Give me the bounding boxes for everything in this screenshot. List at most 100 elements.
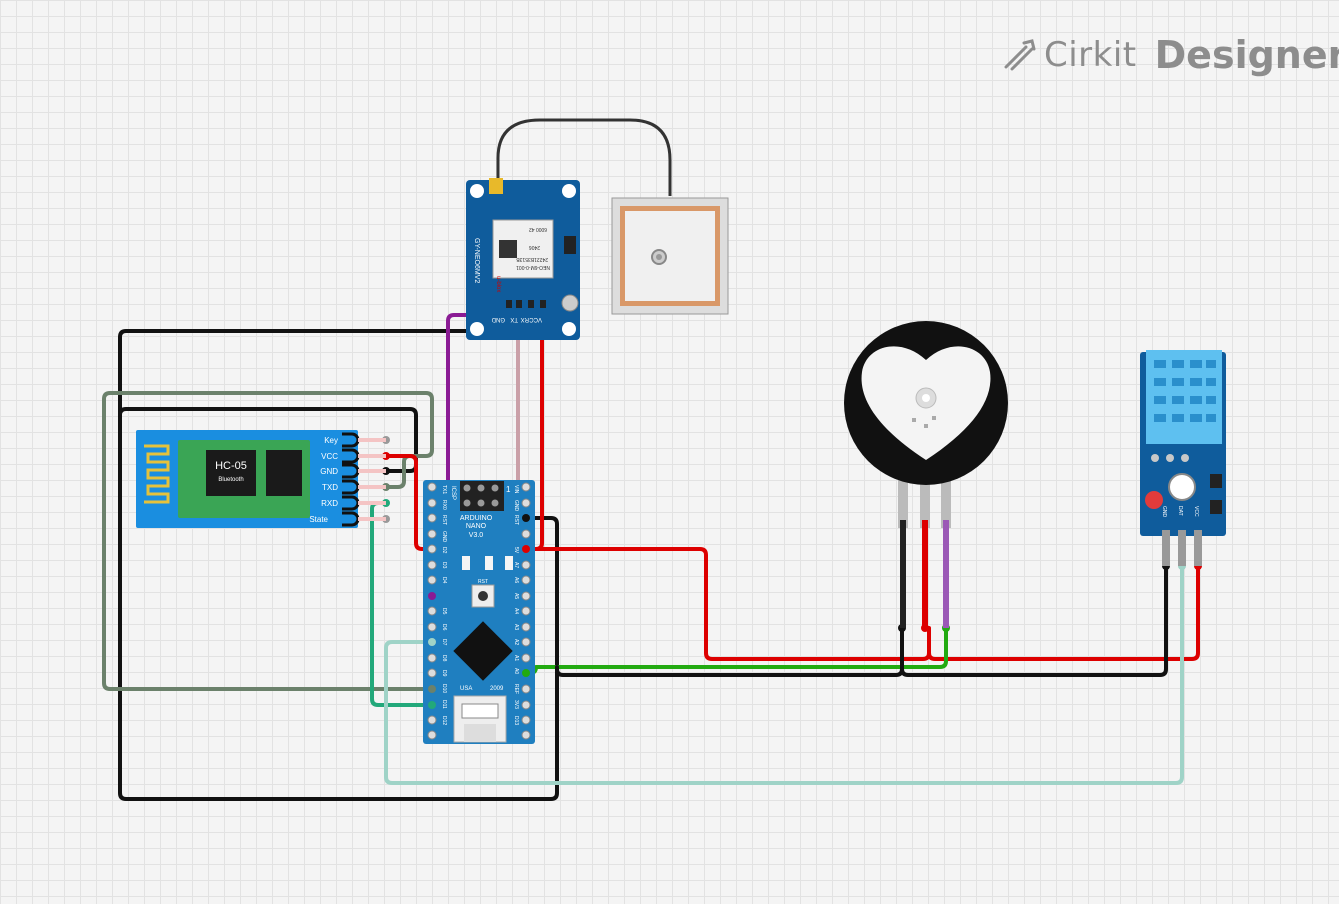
gps-chip-line: 2406 — [529, 244, 540, 250]
pulse-sensor[interactable] — [844, 321, 1008, 628]
nano-pin-label: D2 — [441, 547, 447, 554]
nano-pin-label: GND — [441, 531, 447, 543]
pulse-sensor-smd — [912, 416, 936, 428]
nano-title-line: NANO — [466, 523, 487, 530]
hc05-pin-label: GND — [320, 467, 338, 476]
nano-pin-label: D9 — [441, 670, 447, 677]
nano-pin-label: D5 — [441, 608, 447, 615]
dht11-power-led — [1145, 491, 1163, 509]
nano-right-pin-labels: VIN GND RST 5V A7 A6 A5 A4 A3 A2 A1 A0 R… — [513, 485, 519, 725]
dht11-mount-holes — [1151, 454, 1189, 462]
nano-pin-label: D12 — [441, 716, 447, 725]
nano-pin-label: VIN — [513, 485, 519, 494]
hc05-pin-headers — [342, 432, 386, 527]
wire-green-a0[interactable] — [524, 626, 948, 675]
wire-red-dht-vcc[interactable] — [927, 564, 1200, 661]
hc05-chip-2 — [266, 450, 302, 496]
nano-rst-label: RST — [478, 579, 488, 585]
hc05-pin-label: State — [309, 515, 328, 524]
nano-pin-label: D3 — [441, 562, 447, 569]
dht11-grill — [1154, 360, 1216, 422]
gps-pin-label: RX — [521, 316, 529, 322]
hc05-pin-label: Key — [324, 436, 338, 445]
nano-pin-label: D10 — [441, 684, 447, 693]
dht11-smd — [1210, 474, 1222, 514]
dht11-hole — [1168, 473, 1196, 501]
nano-usa-label: USA — [460, 686, 472, 692]
wire-black-gnd-loop[interactable] — [118, 329, 559, 801]
gps-board-label: GY-NEO6MV2 — [473, 238, 480, 283]
gps-regulator — [564, 236, 576, 254]
gps-chip-text: 6000 42 2406 24221B3513B NEO-6M-0-001 — [516, 226, 550, 270]
wire-black-dht-gnd[interactable] — [900, 564, 1168, 677]
nano-pin-label: D4 — [441, 577, 447, 584]
nano-right-pins — [521, 482, 531, 740]
dht11-sensor[interactable]: GND DAT VCC — [1140, 350, 1226, 566]
gps-chip-line: 6000 42 — [529, 226, 547, 232]
gps-antenna-cable — [496, 118, 672, 196]
nano-pin-label: A4 — [513, 608, 519, 614]
nano-icsp-label: ICSP — [450, 486, 456, 500]
nano-pin-label: A7 — [513, 562, 519, 568]
gps-pin-labels: VCC RX TX GND — [491, 316, 542, 322]
nano-usb-connector — [453, 695, 507, 743]
hc05-module[interactable]: HC-05 Bluetooth Key VCC GND TXD RXD Stat… — [136, 430, 386, 528]
wires — [102, 313, 1200, 801]
nano-pin-label: 3V3 — [513, 700, 519, 709]
nano-pin-label: GND — [513, 500, 519, 512]
nano-left-pins — [427, 482, 437, 740]
dht11-pin-label: DAT — [1177, 506, 1183, 516]
wire-red-hc05-vcc[interactable] — [384, 454, 528, 551]
nano-pin-label: A1 — [513, 655, 519, 661]
gps-qr-icon — [499, 240, 517, 258]
nano-pin-label: D11 — [441, 700, 447, 709]
dht11-pin-label: GND — [1161, 506, 1167, 518]
gps-smd-parts — [506, 300, 546, 308]
hc05-antenna-icon — [144, 444, 170, 504]
wire-red-5v[interactable] — [524, 547, 931, 661]
nano-pin-label: D6 — [441, 624, 447, 631]
gps-module[interactable]: 6000 42 2406 24221B3513B NEO-6M-0-001 u-… — [466, 118, 729, 340]
hc05-subtitle: Bluetooth — [218, 477, 243, 483]
nano-pin-label: RST — [513, 515, 519, 525]
pulse-sensor-cables — [898, 478, 951, 628]
hc05-pin-label: RXD — [321, 499, 338, 508]
nano-pin-label: D8 — [441, 655, 447, 662]
nano-pin-label: A3 — [513, 624, 519, 630]
gps-mount-holes — [470, 184, 576, 336]
gps-chip-line: 24221B3513B — [516, 256, 548, 262]
nano-title-line: V3.0 — [469, 532, 484, 539]
gps-battery — [561, 294, 579, 312]
nano-pin-label: TX1 — [441, 485, 447, 494]
nano-pin-label: A5 — [513, 593, 519, 599]
brand-name-designer: Designer — [1154, 33, 1339, 77]
gps-ufl-connector — [489, 178, 503, 194]
nano-leds — [462, 556, 513, 570]
gps-chip-line: NEO-6M-0-001 — [516, 264, 550, 270]
nano-icsp-pin1: 1 — [506, 485, 511, 494]
nano-pin-label: A6 — [513, 577, 519, 583]
hc05-chip — [206, 450, 256, 496]
arduino-nano[interactable]: ICSP 1 ARDUINO NANO V3.0 RST USA 2009 — [423, 480, 535, 744]
gps-patch-antenna — [611, 197, 729, 315]
hc05-title: HC-05 — [215, 460, 247, 472]
wire-lightteal-dht-dat[interactable] — [384, 564, 1184, 785]
nano-pin-label: 5V — [513, 547, 519, 554]
nano-mcu-chip — [453, 621, 513, 681]
dht11-pin-label: VCC — [1193, 506, 1199, 517]
gps-pin-label: VCC — [529, 316, 542, 322]
gps-pin-label: TX — [510, 316, 518, 322]
nano-pin-label: D13 — [513, 716, 519, 725]
nano-title-line: ARDUINO — [460, 515, 493, 522]
cirkit-logo-icon — [1004, 39, 1036, 71]
nano-board — [423, 480, 535, 744]
cirkit-designer-logo: Cirkit Designer — [1002, 30, 1339, 80]
wire-graygreen-hc05-txd[interactable] — [102, 391, 434, 691]
hc05-pin-label: VCC — [321, 452, 338, 461]
nano-year-label: 2009 — [490, 686, 504, 692]
nano-pin-label: RST — [441, 515, 447, 525]
nano-pin-label: RX0 — [441, 500, 447, 510]
gps-pin-label: GND — [491, 316, 505, 322]
gps-chip-brand: u-blox — [495, 276, 501, 292]
